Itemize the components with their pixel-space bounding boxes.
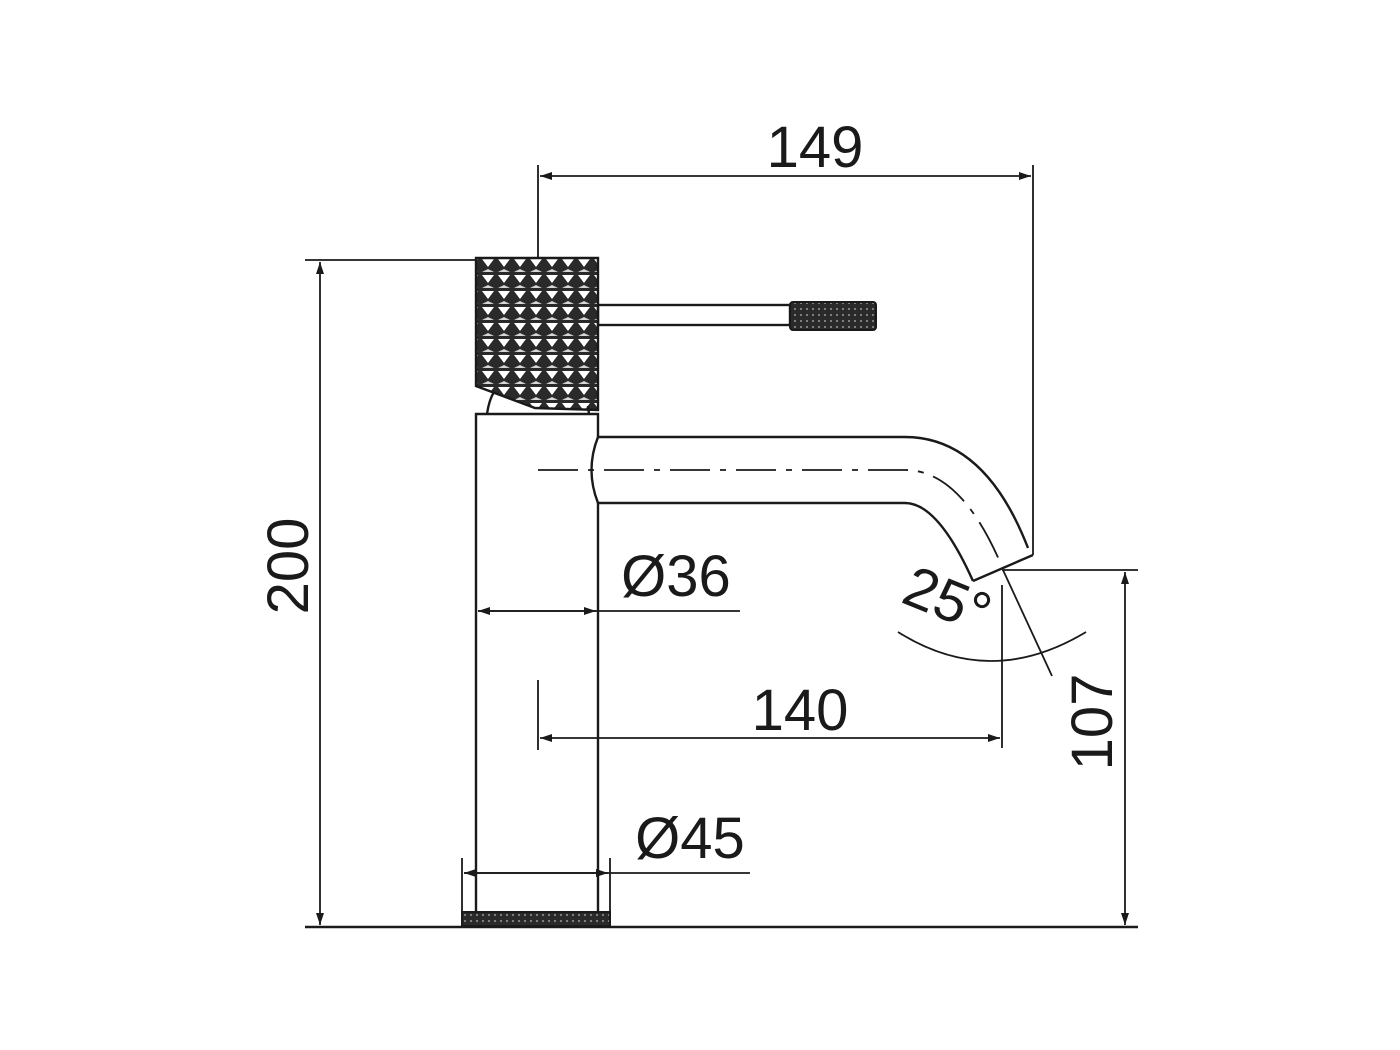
collar-right	[586, 405, 591, 415]
angle-25-label: 25°	[894, 553, 1000, 646]
spout-centerline	[538, 469, 1001, 563]
base-plate	[461, 911, 611, 927]
angle-reference-line	[1002, 569, 1053, 677]
lever-grip	[789, 301, 877, 331]
spout-top	[598, 435, 1030, 549]
spout-bottom	[598, 501, 975, 582]
dim-36-label: Ø36	[621, 544, 731, 609]
knurled-handle	[474, 256, 600, 412]
spout-outlet	[972, 553, 1034, 583]
angle-arc	[897, 631, 1087, 662]
dim-107-label: 107	[1060, 674, 1125, 771]
body-outline	[474, 412, 600, 927]
dim-45-label: Ø45	[635, 806, 745, 871]
dim-140-label: 140	[752, 678, 849, 743]
dim-200-label: 200	[256, 518, 321, 615]
lever-arm	[596, 303, 792, 327]
dim-149-label: 149	[767, 115, 864, 180]
collar-left	[485, 391, 496, 415]
